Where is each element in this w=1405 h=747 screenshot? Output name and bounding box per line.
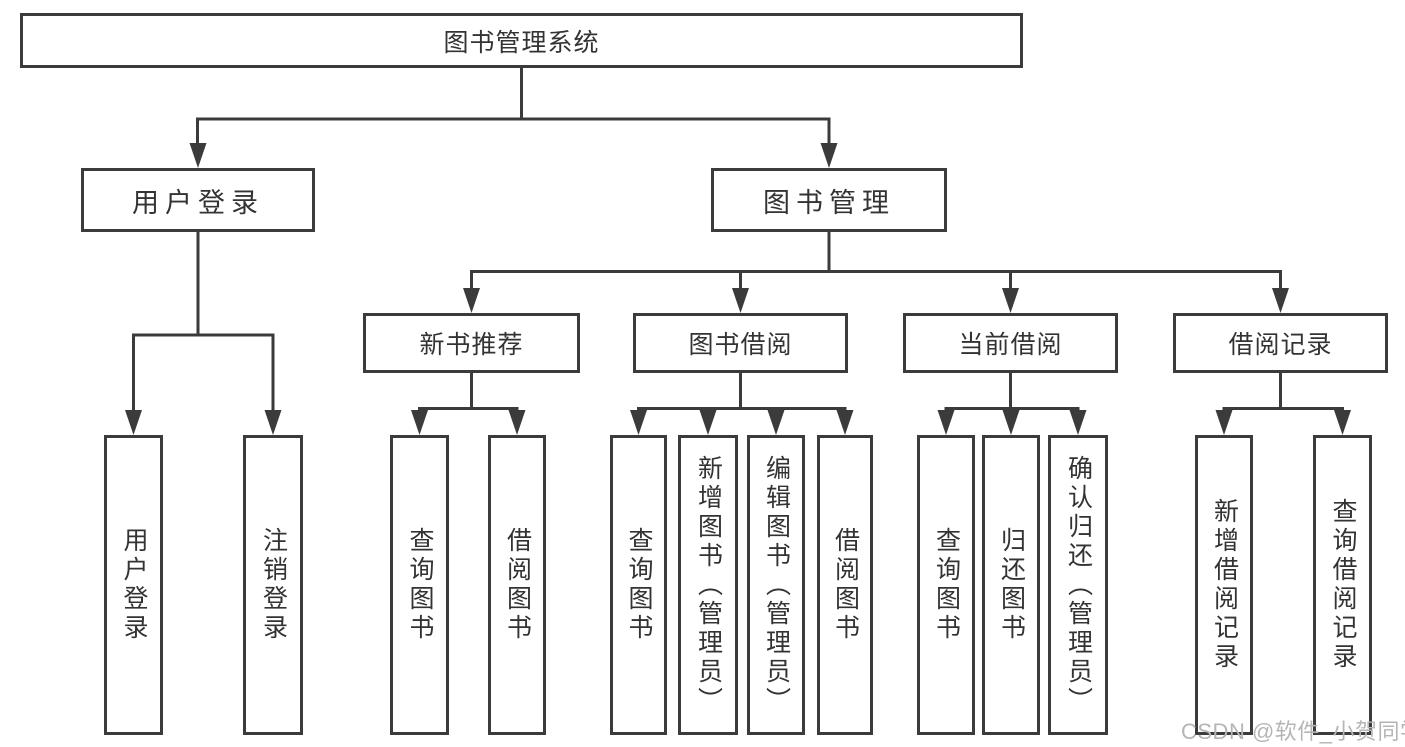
node-borrow-records: 借阅记录 <box>1173 313 1388 373</box>
leaf-label: 查询图书 <box>406 527 434 643</box>
leaf-label: 查询图书 <box>932 527 961 643</box>
leaf-label: 用户登录 <box>120 527 148 643</box>
leaf-query-book-borrowing: 查询图书 <box>610 435 667 735</box>
watermark-text: CSDN @软件_小贺同学 <box>1181 719 1405 744</box>
arrowheads <box>125 143 1351 435</box>
leaf-label: 借阅图书 <box>503 527 532 643</box>
leaf-label: 编辑图书（管理员） <box>762 454 791 716</box>
node-label: 当前借阅 <box>958 331 1063 359</box>
leaf-add-borrow-record: 新增借阅记录 <box>1195 435 1253 735</box>
node-book-management: 图书管理 <box>711 168 947 232</box>
leaf-label: 新增借阅记录 <box>1210 498 1239 672</box>
leaf-query-borrow-record: 查询借阅记录 <box>1313 435 1372 735</box>
node-book-borrowing: 图书借阅 <box>633 313 848 373</box>
leaf-add-book-admin: 新增图书（管理员） <box>678 435 738 735</box>
node-label: 图书借阅 <box>688 331 793 359</box>
node-label: 借阅记录 <box>1228 331 1333 359</box>
leaf-borrow-book-recommend: 借阅图书 <box>488 435 546 735</box>
leaf-confirm-return-admin: 确认归还（管理员） <box>1048 435 1108 735</box>
leaf-label: 查询图书 <box>625 527 653 643</box>
leaf-edit-book-admin: 编辑图书（管理员） <box>747 435 805 735</box>
node-label: 新书推荐 <box>419 331 524 359</box>
node-current-borrowing: 当前借阅 <box>903 313 1118 373</box>
leaf-return-book: 归还图书 <box>982 435 1040 735</box>
leaf-label: 归还图书 <box>997 527 1026 643</box>
leaf-label: 确认归还（管理员） <box>1064 454 1093 716</box>
node-book-management-system: 图书管理系统 <box>20 13 1023 68</box>
node-user-login: 用户登录 <box>81 168 315 232</box>
node-new-book-recommend: 新书推荐 <box>363 313 580 373</box>
leaf-borrow-book-borrowing: 借阅图书 <box>817 435 873 735</box>
leaf-query-book-recommend: 查询图书 <box>390 435 449 735</box>
node-label: 用户登录 <box>132 187 264 218</box>
leaf-logout: 注销登录 <box>243 435 303 735</box>
leaf-label: 注销登录 <box>259 527 288 643</box>
node-label: 图书管理系统 <box>443 28 600 57</box>
node-label: 图书管理 <box>763 187 895 218</box>
leaf-label: 查询借阅记录 <box>1329 498 1357 672</box>
leaf-label: 新增图书（管理员） <box>694 454 723 716</box>
leaf-user-login: 用户登录 <box>104 435 163 735</box>
leaf-label: 借阅图书 <box>831 527 860 643</box>
leaf-query-book-current: 查询图书 <box>917 435 975 735</box>
